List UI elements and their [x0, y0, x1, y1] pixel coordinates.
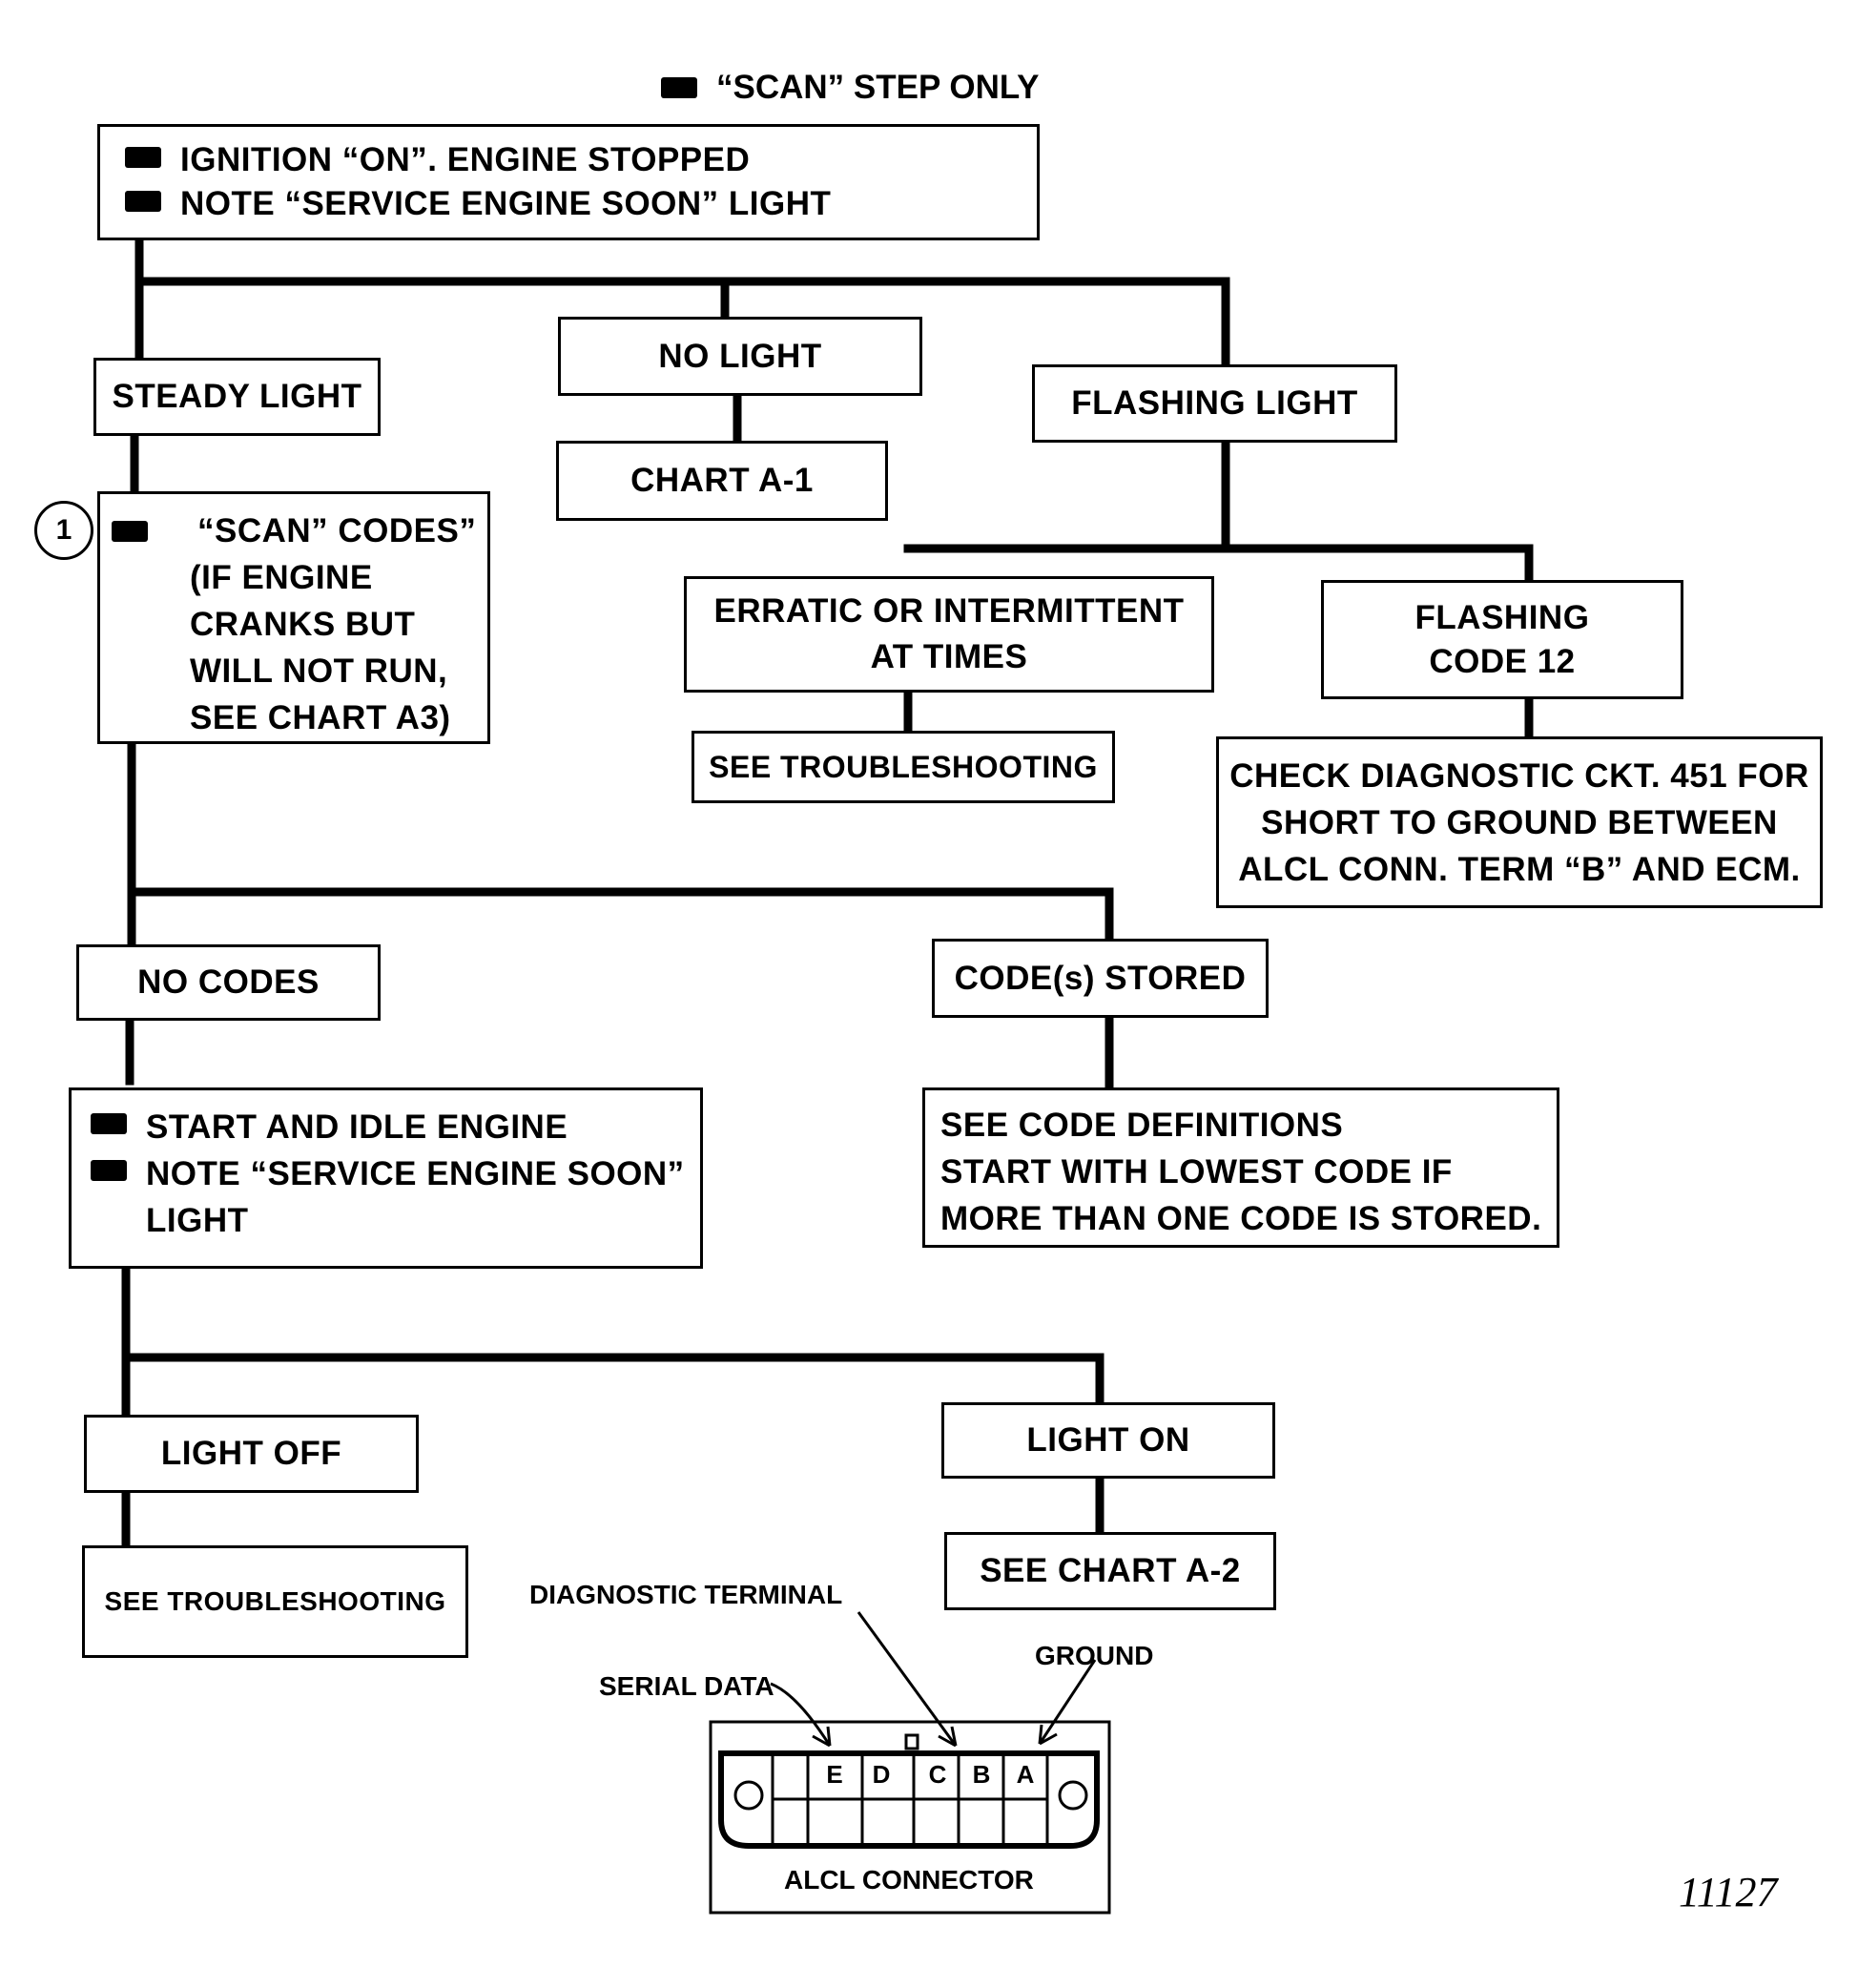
- steady-light-box: STEADY LIGHT: [93, 358, 381, 436]
- check-diagnostic-line-2: SHORT TO GROUND BETWEEN: [1261, 803, 1778, 841]
- see-chart-a2-label: SEE CHART A-2: [980, 1552, 1241, 1589]
- start-line-2: NOTE “SERVICE ENGINE SOON” LIGHT: [180, 185, 832, 222]
- step-bullet-icon: [91, 1113, 127, 1134]
- start-idle-line-2: NOTE “SERVICE ENGINE SOON”: [146, 1155, 685, 1192]
- no-light-box: NO LIGHT: [558, 317, 922, 396]
- flashing-code-line-2: CODE 12: [1429, 642, 1576, 680]
- erratic-line-1: ERRATIC OR INTERMITTENT: [713, 592, 1185, 630]
- scan-codes-line-3: CRANKS BUT: [190, 606, 416, 643]
- see-troubleshooting-label-1: SEE TROUBLESHOOTING: [709, 749, 1098, 784]
- legend-bullet-icon: [661, 77, 697, 98]
- see-troubleshooting-box-1: SEE TROUBLESHOOTING: [692, 731, 1115, 803]
- scan-codes-box: “SCAN” CODES” (IF ENGINE CRANKS BUT WILL…: [97, 491, 490, 744]
- check-diagnostic-box: CHECK DIAGNOSTIC CKT. 451 FOR SHORT TO G…: [1216, 736, 1823, 908]
- legend: “SCAN” STEP ONLY: [661, 69, 1039, 107]
- see-chart-a2-box: SEE CHART A-2: [944, 1532, 1276, 1610]
- no-codes-box: NO CODES: [76, 944, 381, 1021]
- connector-pin-a: A: [1016, 1760, 1035, 1789]
- see-troubleshooting-box-2: SEE TROUBLESHOOTING: [82, 1545, 468, 1658]
- figure-number: 11127: [1679, 1869, 1778, 1916]
- scan-codes-line-1: “SCAN” CODES”: [197, 512, 477, 549]
- flashing-code-line-1: FLASHING: [1414, 598, 1590, 636]
- step-bullet-icon: [125, 147, 161, 168]
- start-idle-line-1: START AND IDLE ENGINE: [146, 1108, 568, 1146]
- scan-codes-line-4: WILL NOT RUN,: [190, 652, 448, 690]
- light-off-box: LIGHT OFF: [84, 1415, 419, 1493]
- code-definitions-line-1: SEE CODE DEFINITIONS: [940, 1107, 1344, 1144]
- erratic-box: ERRATIC OR INTERMITTENT AT TIMES: [684, 576, 1214, 693]
- light-off-label: LIGHT OFF: [160, 1435, 342, 1472]
- no-light-label: NO LIGHT: [658, 337, 822, 375]
- connector-pin-e: E: [826, 1760, 843, 1789]
- codes-stored-box: CODE(s) STORED: [932, 939, 1269, 1018]
- legend-text: “SCAN” STEP ONLY: [716, 69, 1040, 106]
- start-line-1: IGNITION “ON”. ENGINE STOPPED: [180, 141, 751, 178]
- start-idle-line-3: LIGHT: [146, 1202, 249, 1239]
- step-bullet-icon: [91, 1160, 127, 1181]
- ground-label: GROUND: [1035, 1641, 1154, 1670]
- see-troubleshooting-label-2: SEE TROUBLESHOOTING: [104, 1586, 446, 1617]
- start-box: IGNITION “ON”. ENGINE STOPPED NOTE “SERV…: [97, 124, 1040, 240]
- flashing-light-label: FLASHING LIGHT: [1071, 384, 1358, 422]
- code-definitions-box: SEE CODE DEFINITIONS START WITH LOWEST C…: [922, 1087, 1559, 1248]
- code-definitions-line-2: START WITH LOWEST CODE IF: [940, 1153, 1453, 1191]
- connector-caption: ALCL CONNECTOR: [784, 1865, 1034, 1895]
- connector-pin-d: D: [872, 1760, 891, 1789]
- diagnostic-terminal-label: DIAGNOSTIC TERMINAL: [529, 1580, 843, 1609]
- step-marker: 1: [34, 501, 93, 560]
- codes-stored-label: CODE(s) STORED: [954, 959, 1247, 997]
- check-diagnostic-line-3: ALCL CONN. TERM “B” AND ECM.: [1238, 850, 1801, 888]
- step-marker-number: 1: [55, 514, 72, 546]
- check-diagnostic-line-1: CHECK DIAGNOSTIC CKT. 451 FOR: [1229, 756, 1809, 795]
- step-bullet-icon: [112, 521, 148, 542]
- flashing-code-box: FLASHING CODE 12: [1321, 580, 1683, 699]
- scan-codes-line-5: SEE CHART A3): [190, 699, 451, 736]
- code-definitions-line-3: MORE THAN ONE CODE IS STORED.: [940, 1200, 1542, 1237]
- connector-pin-b: B: [972, 1760, 991, 1789]
- steady-light-label: STEADY LIGHT: [112, 378, 362, 415]
- flashing-light-box: FLASHING LIGHT: [1032, 364, 1397, 443]
- step-bullet-icon: [125, 191, 161, 212]
- start-idle-box: START AND IDLE ENGINE NOTE “SERVICE ENGI…: [69, 1087, 703, 1269]
- chart-a1-box: CHART A-1: [556, 441, 888, 521]
- scan-codes-line-2: (IF ENGINE: [190, 559, 373, 596]
- serial-data-label: SERIAL DATA: [599, 1671, 774, 1701]
- light-on-box: LIGHT ON: [941, 1402, 1275, 1479]
- erratic-line-2: AT TIMES: [870, 638, 1028, 675]
- light-on-label: LIGHT ON: [1026, 1421, 1190, 1459]
- chart-a1-label: CHART A-1: [630, 462, 814, 499]
- no-codes-label: NO CODES: [137, 963, 320, 1001]
- connector-pin-c: C: [928, 1760, 947, 1789]
